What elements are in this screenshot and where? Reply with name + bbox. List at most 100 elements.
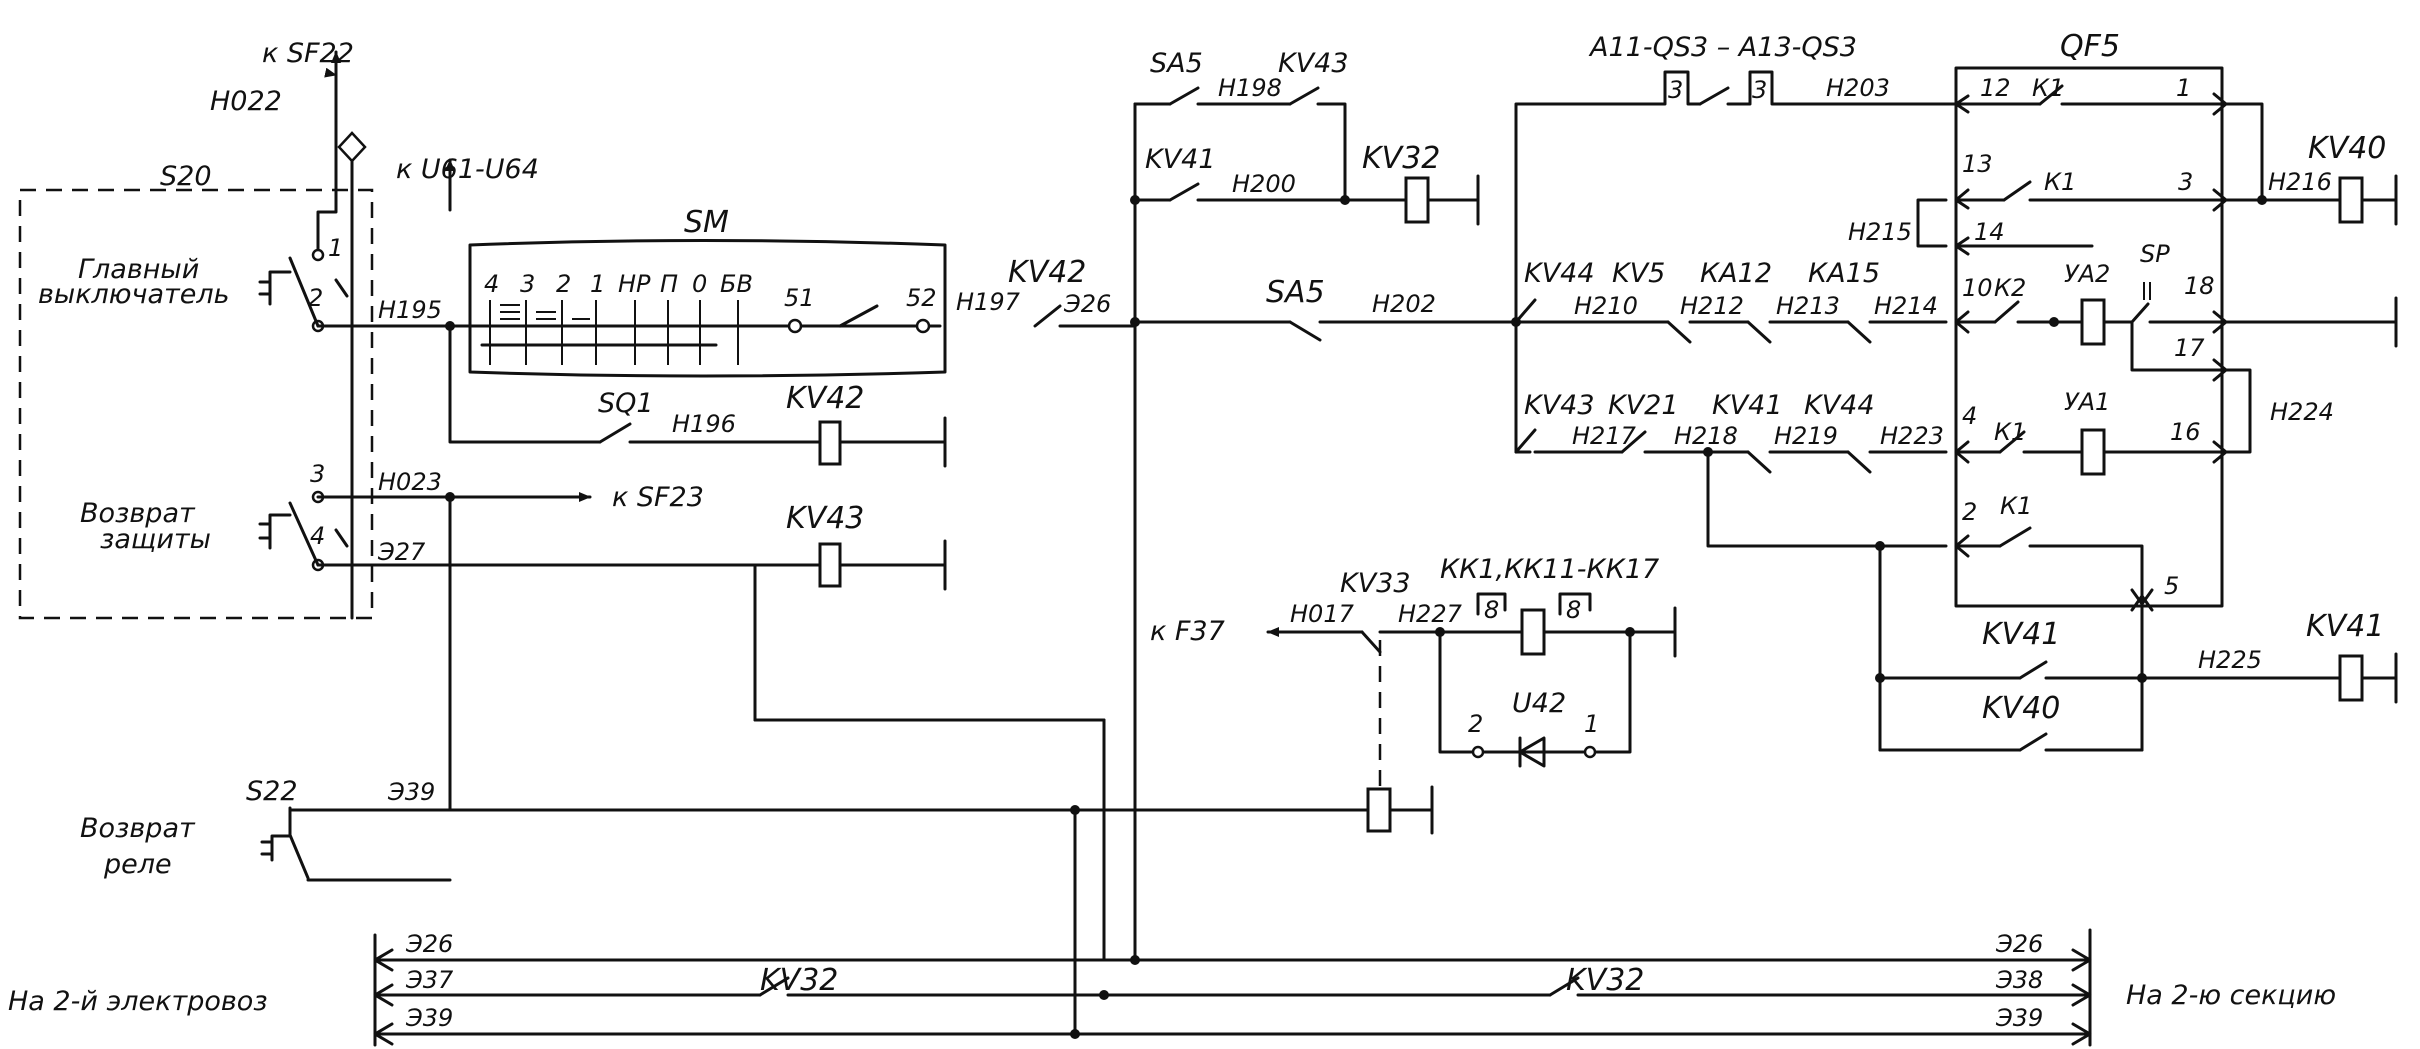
kv41-coil-label: KV41 — [2306, 609, 2384, 644]
reset-switch-blade — [288, 501, 320, 567]
e39-label: Э39 — [387, 778, 435, 806]
s22-button-icon — [260, 806, 292, 862]
kv44-mid-contact — [1514, 298, 1537, 324]
wire-h224 — [2224, 368, 2252, 454]
kv43-top-label: KV43 — [1278, 48, 1349, 79]
h225-label: Н225 — [2198, 646, 2262, 674]
sm-c51-label: 51 — [784, 284, 815, 312]
contact-4-label: 4 — [310, 522, 325, 550]
qf5-n18-label: 18 — [2184, 272, 2215, 300]
bus-e26r-label: Э26 — [1995, 930, 2043, 958]
qf5-n12-label: 12 — [1980, 74, 2011, 102]
qf5-n13-label: 13 — [1962, 150, 1993, 178]
qf5-n5-label: 5 — [2164, 572, 2179, 600]
h198-label: Н198 — [1218, 74, 1282, 102]
kv43-low-label: KV43 — [1524, 390, 1595, 421]
h203-label: Н203 — [1826, 74, 1890, 102]
sm-positions-5-label: П — [660, 270, 678, 298]
h212-label: Н212 — [1680, 292, 1744, 320]
h217-label: Н217 — [1572, 422, 1637, 450]
ref-sf23: к SF23 — [612, 482, 704, 513]
e27-label: Э27 — [377, 538, 426, 566]
sm-contact-blade — [838, 304, 879, 328]
qf5-n10-label: 10 — [1962, 274, 1993, 302]
sq1-label: SQ1 — [598, 388, 654, 419]
qf5-n16-label: 16 — [2170, 418, 2201, 446]
kv42-coil-label: KV42 — [786, 381, 864, 416]
sa5-top-contact — [1168, 86, 1200, 106]
kv33-coil — [1366, 787, 1392, 833]
sm-positions-6-label: 0 — [692, 270, 707, 298]
contact-3-label: 3 — [310, 460, 325, 488]
reset-switch-button-icon — [258, 513, 292, 550]
ka12-contact — [1746, 320, 1772, 344]
qf5-sp-label: SP — [2140, 240, 2170, 268]
relay-reset-label-2: реле — [103, 849, 172, 880]
s20-label: S20 — [160, 161, 212, 192]
sa5-mid-label: SA5 — [1266, 275, 1325, 310]
bus-e37-label: Э37 — [405, 966, 454, 994]
h227-label: Н227 — [1398, 600, 1463, 628]
h214-label: Н214 — [1874, 292, 1938, 320]
devices-u42_2-label: 2 — [1468, 710, 1483, 738]
kv43-coil-label: KV43 — [786, 501, 864, 536]
kv43-top-contact — [1288, 86, 1320, 106]
kv44-low-label: KV44 — [1804, 390, 1875, 421]
qf5-n4-label: 4 — [1962, 402, 1977, 430]
kv40-coil-label: KV40 — [2308, 131, 2386, 166]
kv42-contact — [1033, 304, 1062, 328]
reset-protection-label-2: защиты — [100, 524, 211, 555]
kv21-contact — [1620, 430, 1647, 454]
h022-label: Н022 — [210, 86, 282, 117]
sm-positions-0-label: 4 — [484, 270, 499, 298]
s22-blade — [288, 833, 310, 880]
sa5-top-label: SA5 — [1150, 48, 1203, 79]
kv32-bus-contact-b — [1548, 976, 1580, 997]
s20-switch-block: S20 Н022 Главный выключатель Возврат защ… — [18, 86, 374, 620]
kv32-bus-contact-a — [758, 976, 790, 997]
h223-label: Н223 — [1880, 422, 1944, 450]
bus-e39r-label: Э39 — [1995, 1004, 2043, 1032]
kv40-bot-contact — [2018, 732, 2048, 752]
qf5-n14-label: 14 — [1974, 218, 2005, 246]
main-switch-label-1: Главный — [78, 254, 199, 285]
kv33-contact — [1360, 630, 1382, 654]
kv41-bot-label: KV41 — [1982, 617, 2060, 652]
h216-label: Н216 — [2268, 168, 2332, 196]
sq1-contact — [598, 422, 632, 444]
sm-cam-marks — [500, 304, 630, 327]
ref-sf22: к SF22 — [262, 38, 354, 69]
sa5-mid-contact — [1288, 320, 1322, 342]
sm-positions-7-label: БВ — [720, 270, 753, 298]
ref-u61: к U61-U64 — [396, 154, 539, 185]
wire-qf5-1 — [2224, 102, 2264, 202]
contact-1-label: 1 — [328, 234, 343, 262]
qf5-n3-label: 3 — [2178, 168, 2193, 196]
relay-reset-label-1: Возврат — [80, 813, 196, 844]
devices-a3a-label: 3 — [1668, 76, 1683, 104]
kv40-coil — [2338, 176, 2364, 224]
kv44-low-contact — [1846, 450, 1872, 474]
h219-label: Н219 — [1774, 422, 1838, 450]
main-switch-label-2: выключатель — [38, 279, 230, 310]
ka12-label: КА12 — [1700, 258, 1772, 289]
kv42-coil — [818, 420, 842, 466]
wire-h203-left — [1514, 70, 1702, 324]
kv41-top-label: KV41 — [1145, 144, 1216, 175]
bus-kv32b-label: KV32 — [1566, 963, 1644, 998]
wire-h218-down — [1706, 450, 1948, 548]
h196-label: Н196 — [672, 410, 736, 438]
u42-loop — [1438, 630, 1632, 754]
kv41-coil — [2338, 654, 2364, 702]
qf5-label: QF5 — [2060, 29, 2120, 64]
devices-u42_1-label: 1 — [1584, 710, 1599, 738]
sm-enclosure — [468, 239, 947, 378]
sm-label: SM — [684, 205, 729, 240]
kv41-low-label: KV41 — [1712, 390, 1783, 421]
a11-qs3-label: А11-QS3 – А13-QS3 — [1588, 32, 1857, 63]
ka15-label: КА15 — [1808, 258, 1880, 289]
h023-label: Н023 — [378, 468, 442, 496]
bus-right-caption: На 2-ю секцию — [2126, 980, 2336, 1011]
kv42-contact-label: KV42 — [1008, 255, 1086, 290]
